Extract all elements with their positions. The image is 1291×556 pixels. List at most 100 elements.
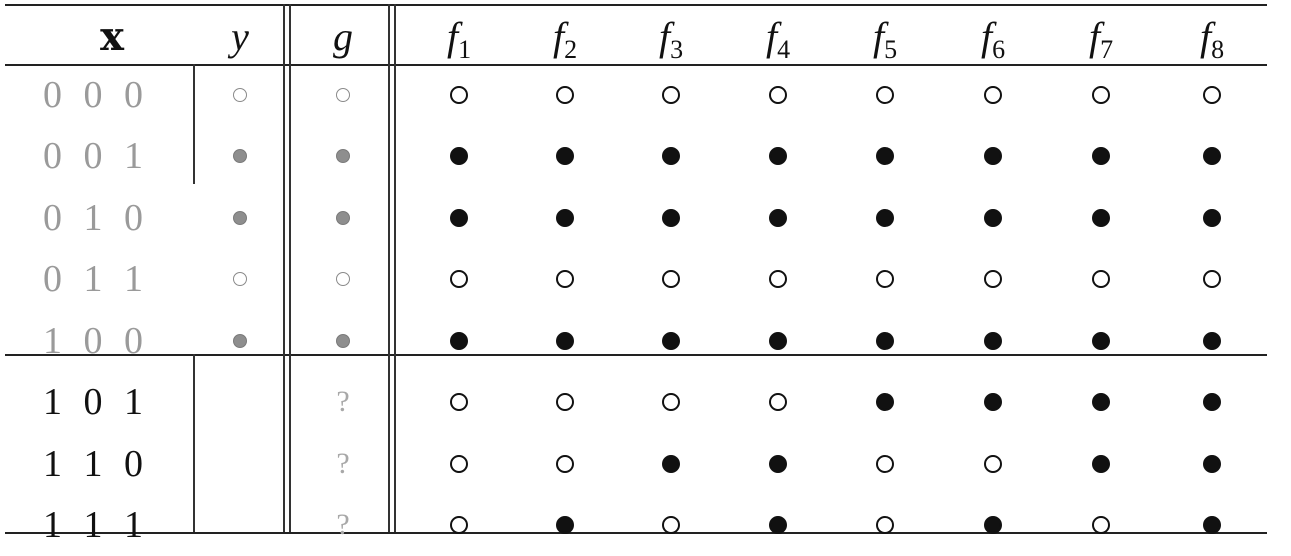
f1-value-dot <box>450 270 468 289</box>
f7-value-dot <box>1092 516 1110 535</box>
y-value-dot <box>233 333 247 348</box>
x-column-divider <box>193 64 195 184</box>
g-value-dot <box>336 87 350 102</box>
f3-value-dot <box>662 516 680 535</box>
row-input-x: 1 0 1 <box>43 381 149 424</box>
y-g-double-rule-left <box>283 4 285 532</box>
header-f-subscript: 8 <box>1211 35 1225 64</box>
f6-value-dot <box>984 147 1002 166</box>
header-f-base: f <box>980 14 993 59</box>
g-unknown-mark: ? <box>336 446 350 480</box>
bottom-rule <box>5 532 1267 534</box>
header-f5: f5 <box>845 12 925 64</box>
f3-value-dot <box>662 208 680 227</box>
g-f-double-rule-right <box>394 4 396 532</box>
f8-value-dot <box>1203 270 1221 289</box>
f4-value-dot <box>769 208 787 227</box>
x-column-divider-lower <box>193 354 195 532</box>
f1-value-dot <box>450 208 468 227</box>
f2-value-dot <box>556 208 574 227</box>
header-f3: f3 <box>631 12 711 64</box>
f5-value-dot <box>876 208 894 227</box>
f7-value-dot <box>1092 454 1110 473</box>
f4-value-dot <box>769 270 787 289</box>
f2-value-dot <box>556 454 574 473</box>
f7-value-dot <box>1092 147 1110 166</box>
header-f-subscript: 2 <box>564 35 578 64</box>
f4-value-dot <box>769 454 787 473</box>
y-value-dot <box>233 149 247 164</box>
row-input-x: 0 0 0 <box>43 73 149 116</box>
f4-value-dot <box>769 331 787 350</box>
f5-value-dot <box>876 454 894 473</box>
header-f-base: f <box>552 14 565 59</box>
header-f-base: f <box>658 14 671 59</box>
f3-value-dot <box>662 270 680 289</box>
f8-value-dot <box>1203 454 1221 473</box>
f8-value-dot <box>1203 147 1221 166</box>
f6-value-dot <box>984 270 1002 289</box>
f1-value-dot <box>450 85 468 104</box>
train-test-divider <box>5 354 1267 356</box>
f1-value-dot <box>450 147 468 166</box>
g-unknown-mark: ? <box>336 508 350 542</box>
f7-value-dot <box>1092 270 1110 289</box>
f3-value-dot <box>662 147 680 166</box>
f3-value-dot <box>662 454 680 473</box>
f3-value-dot <box>662 331 680 350</box>
f1-value-dot <box>450 393 468 412</box>
header-f-subscript: 1 <box>458 35 472 64</box>
f4-value-dot <box>769 147 787 166</box>
row-input-x: 1 0 0 <box>43 319 149 362</box>
header-f-base: f <box>765 14 778 59</box>
top-rule <box>5 4 1267 6</box>
y-value-dot <box>233 210 247 225</box>
header-f-subscript: 5 <box>884 35 898 64</box>
header-f2: f2 <box>525 12 605 64</box>
f1-value-dot <box>450 454 468 473</box>
header-f8: f8 <box>1172 12 1252 64</box>
f5-value-dot <box>876 393 894 412</box>
g-unknown-mark: ? <box>336 385 350 419</box>
f5-value-dot <box>876 85 894 104</box>
header-f-base: f <box>1088 14 1101 59</box>
f4-value-dot <box>769 393 787 412</box>
f7-value-dot <box>1092 331 1110 350</box>
header-rule <box>5 64 1267 66</box>
header-f-base: f <box>872 14 885 59</box>
header-f1: f1 <box>419 12 499 64</box>
f6-value-dot <box>984 208 1002 227</box>
row-input-x: 0 1 1 <box>43 258 149 301</box>
row-input-x: 1 1 0 <box>43 442 149 485</box>
f1-value-dot <box>450 516 468 535</box>
f6-value-dot <box>984 85 1002 104</box>
f8-value-dot <box>1203 85 1221 104</box>
f2-value-dot <box>556 516 574 535</box>
f8-value-dot <box>1203 208 1221 227</box>
f6-value-dot <box>984 393 1002 412</box>
f2-value-dot <box>556 147 574 166</box>
f6-value-dot <box>984 454 1002 473</box>
g-value-dot <box>336 272 350 287</box>
f5-value-dot <box>876 331 894 350</box>
f4-value-dot <box>769 85 787 104</box>
g-value-dot <box>336 333 350 348</box>
f2-value-dot <box>556 85 574 104</box>
f7-value-dot <box>1092 85 1110 104</box>
y-g-double-rule-right <box>289 4 291 532</box>
f1-value-dot <box>450 331 468 350</box>
header-x: x <box>100 13 124 60</box>
f2-value-dot <box>556 393 574 412</box>
header-f-base: f <box>1199 14 1212 59</box>
f2-value-dot <box>556 270 574 289</box>
f5-value-dot <box>876 270 894 289</box>
f3-value-dot <box>662 85 680 104</box>
header-f6: f6 <box>953 12 1033 64</box>
row-input-x: 0 0 1 <box>43 135 149 178</box>
f8-value-dot <box>1203 516 1221 535</box>
g-value-dot <box>336 149 350 164</box>
f6-value-dot <box>984 516 1002 535</box>
row-input-x: 1 1 1 <box>43 504 149 547</box>
f8-value-dot <box>1203 393 1221 412</box>
